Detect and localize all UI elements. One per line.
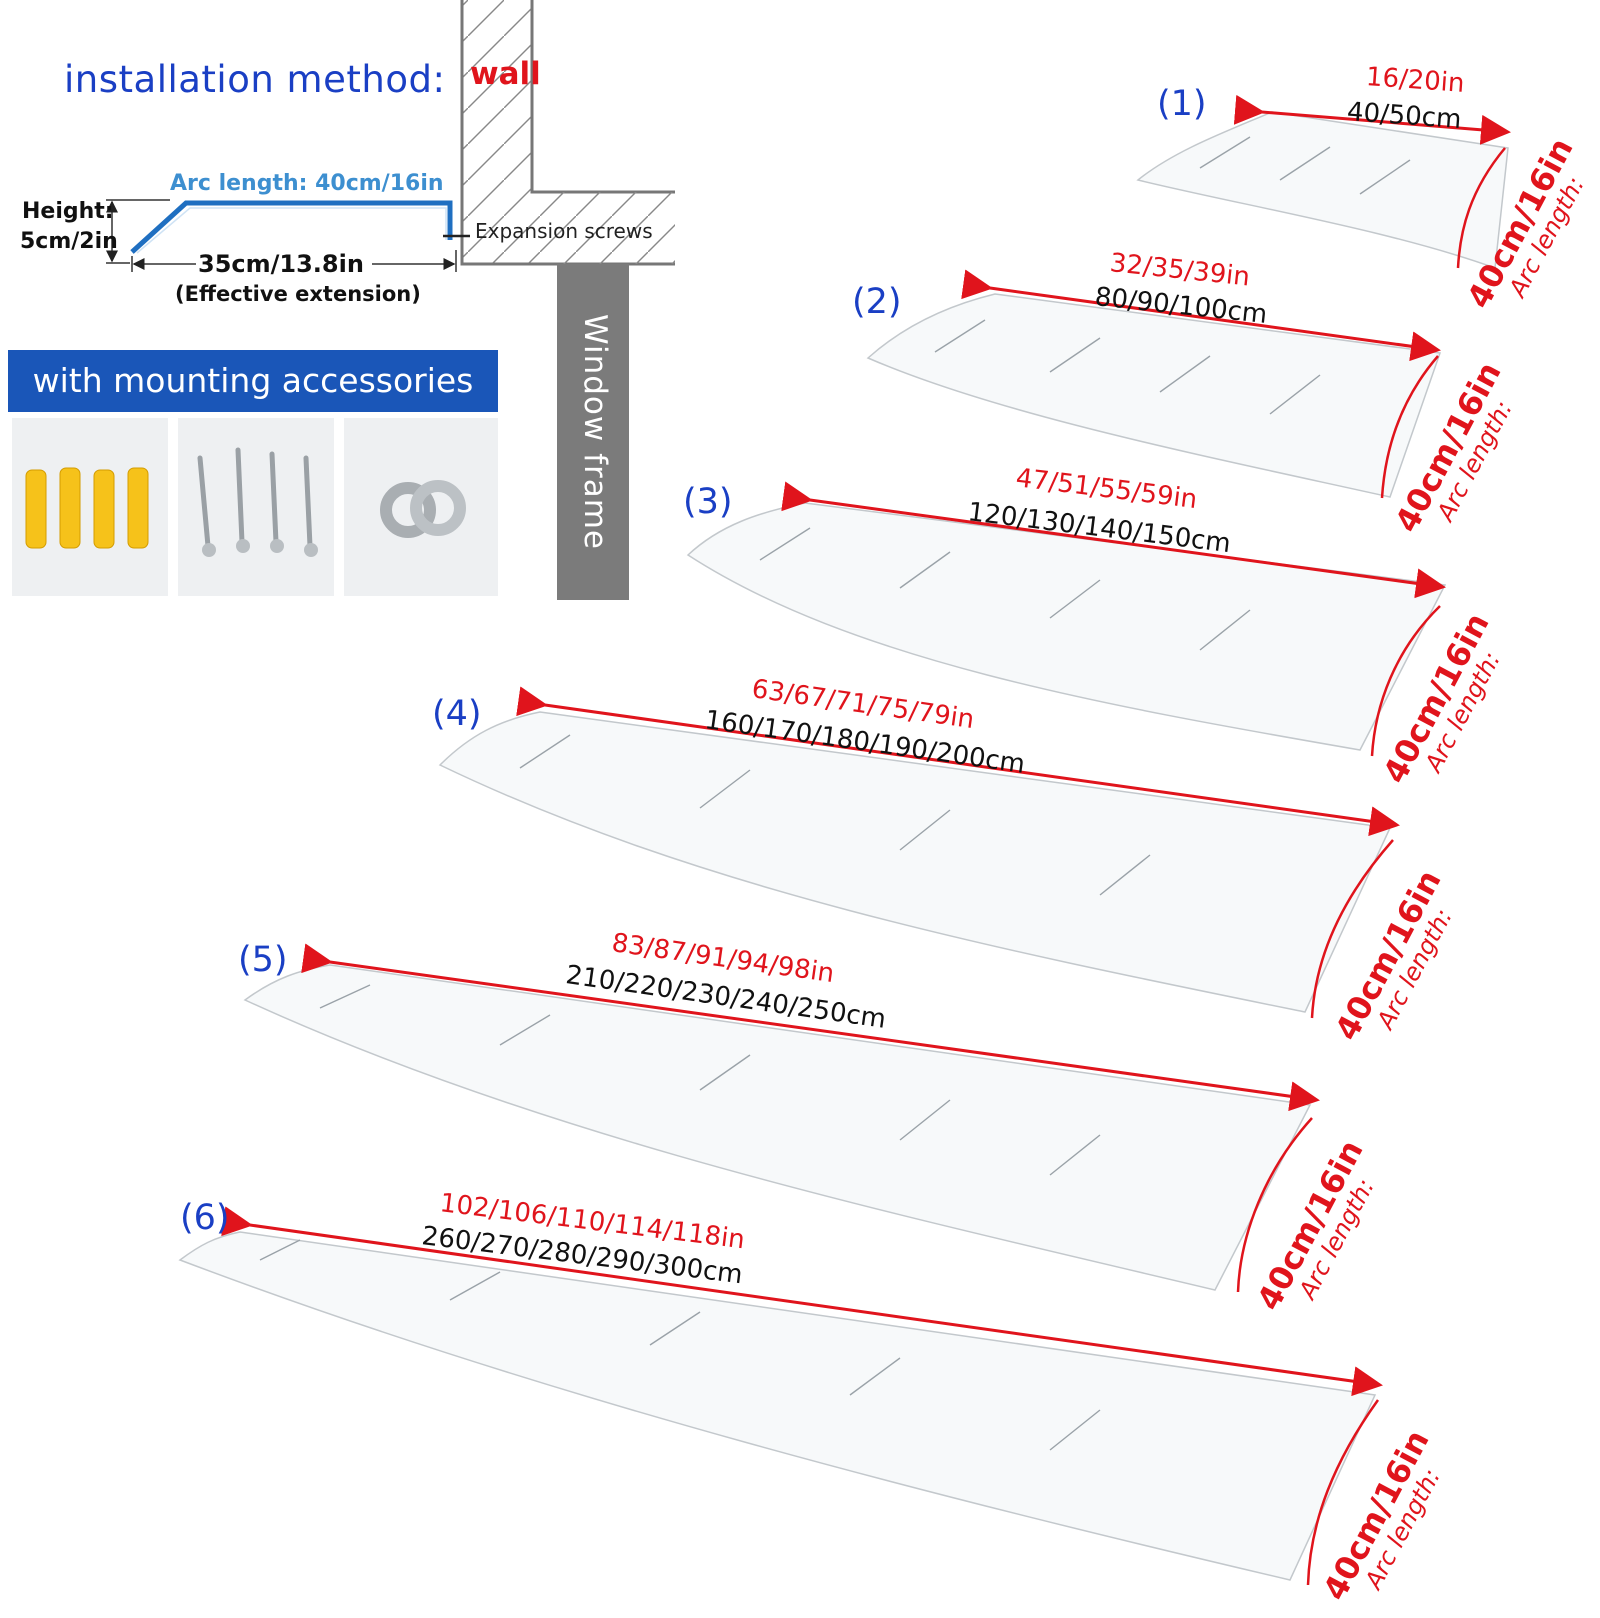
wall-label: wall bbox=[470, 56, 541, 92]
height-label: Height: bbox=[22, 199, 114, 224]
size-number-5: (5) bbox=[238, 940, 288, 980]
expansion-screws-label: Expansion screws bbox=[475, 219, 653, 243]
extension-value: 35cm/13.8in bbox=[198, 250, 364, 278]
size-number-2: (2) bbox=[852, 282, 902, 322]
width-arrows bbox=[221, 94, 1511, 1397]
size-number-3: (3) bbox=[683, 482, 733, 522]
washers-photo bbox=[344, 418, 498, 596]
wall-section bbox=[460, 0, 675, 266]
height-value: 5cm/2in bbox=[20, 229, 118, 254]
size-number-1: (1) bbox=[1157, 84, 1207, 124]
extension-note: (Effective extension) bbox=[175, 282, 421, 306]
washer-icon bbox=[380, 480, 466, 538]
size-number-6: (6) bbox=[180, 1198, 230, 1238]
installation-title: installation method: bbox=[64, 58, 446, 101]
accessories-banner: with mounting accessories bbox=[8, 350, 498, 412]
window-frame-label: Window frame bbox=[577, 314, 613, 551]
screw-icon bbox=[197, 447, 318, 557]
size-number-4: (4) bbox=[432, 694, 482, 734]
anchors-photo bbox=[12, 418, 168, 596]
screws-photo bbox=[178, 418, 334, 596]
anchor-icon bbox=[25, 467, 149, 549]
awning-profile bbox=[130, 200, 453, 254]
arc-length-label: Arc length: 40cm/16in bbox=[170, 171, 444, 196]
profile-dimension-lines bbox=[106, 199, 470, 272]
arc-length-curves bbox=[1236, 147, 1506, 1586]
window-frame-bar: Window frame bbox=[557, 264, 629, 600]
